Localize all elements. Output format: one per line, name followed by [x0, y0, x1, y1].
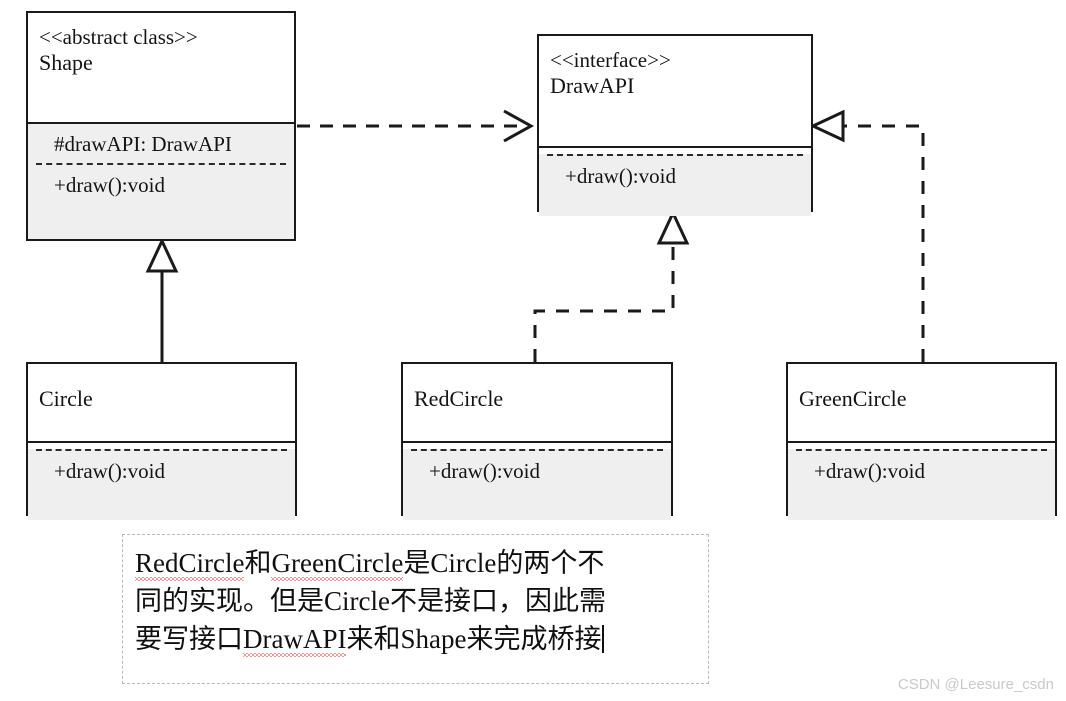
section-divider [36, 449, 287, 451]
class-method: +draw():void [54, 173, 165, 197]
class-stereotype: <<interface>> [550, 48, 671, 72]
class-method: +draw():void [54, 459, 165, 483]
realization-line [533, 243, 675, 362]
class-name: GreenCircle [799, 386, 907, 411]
text-caret [602, 625, 605, 653]
class-header-drawapi: <<interface>> DrawAPI [539, 36, 811, 148]
class-body-greencircle: +draw():void [788, 449, 1055, 520]
note-term-drawapi: DrawAPI [243, 624, 347, 658]
relation-shape-uses-drawapi [297, 109, 535, 143]
annotation-note[interactable]: RedCircle和GreenCircle是Circle的两个不 同的实现。但是… [122, 534, 709, 684]
relation-greencircle-implements-drawapi [809, 109, 925, 362]
section-divider [411, 449, 663, 451]
class-body-redcircle: +draw():void [403, 449, 671, 520]
class-header-greencircle: GreenCircle [788, 364, 1055, 443]
class-box-redcircle[interactable]: RedCircle +draw():void [401, 362, 673, 520]
class-method: +draw():void [429, 459, 540, 483]
section-divider [796, 449, 1047, 451]
class-header-shape: <<abstract class>> Shape [28, 13, 294, 124]
class-body-circle: +draw():void [28, 449, 295, 520]
hollow-triangle-icon [809, 109, 845, 143]
class-box-shape[interactable]: <<abstract class>> Shape #drawAPI: DrawA… [26, 11, 296, 241]
class-attribute: #drawAPI: DrawAPI [54, 132, 232, 156]
note-line-3: 要写接口DrawAPI来和Shape来完成桥接 [135, 620, 698, 658]
class-header-circle: Circle [28, 364, 295, 443]
class-box-greencircle[interactable]: GreenCircle +draw():void [786, 362, 1057, 520]
class-body-shape: #drawAPI: DrawAPI +draw():void [28, 124, 294, 239]
note-term-redcircle: RedCircle [135, 548, 245, 582]
class-box-drawapi[interactable]: <<interface>> DrawAPI +draw():void [537, 34, 813, 216]
section-divider [547, 154, 803, 156]
relation-circle-extends-shape [145, 237, 179, 362]
hollow-triangle-icon [145, 237, 179, 273]
class-method: +draw():void [565, 164, 676, 188]
note-line-2: 同的实现。但是Circle不是接口，因此需 [135, 582, 698, 620]
open-arrowhead-icon [503, 109, 535, 143]
class-body-drawapi: +draw():void [539, 154, 811, 216]
hollow-triangle-icon [656, 209, 690, 245]
class-name: Shape [39, 49, 93, 75]
relation-redcircle-implements-drawapi [533, 209, 690, 362]
realization-line [843, 124, 925, 362]
note-text: 同的实现。但是Circle不是接口，因此需 [135, 586, 606, 616]
note-text: 和 [244, 548, 272, 578]
watermark-label: CSDN @Leesure_csdn [897, 676, 1054, 693]
class-name: RedCircle [414, 386, 504, 411]
note-term-greencircle: GreenCircle [271, 548, 404, 582]
note-text: 是Circle的两个不 [403, 548, 605, 578]
note-line-1: RedCircle和GreenCircle是Circle的两个不 [135, 544, 698, 582]
class-box-circle[interactable]: Circle +draw():void [26, 362, 297, 520]
class-header-redcircle: RedCircle [403, 364, 671, 443]
section-divider [36, 163, 286, 165]
class-name: DrawAPI [550, 72, 635, 98]
class-name: Circle [39, 386, 93, 411]
note-text: 来和Shape来完成桥接 [346, 624, 602, 654]
class-method: +draw():void [814, 459, 925, 483]
note-text: 要写接口 [135, 624, 243, 654]
class-stereotype: <<abstract class>> [39, 25, 198, 49]
